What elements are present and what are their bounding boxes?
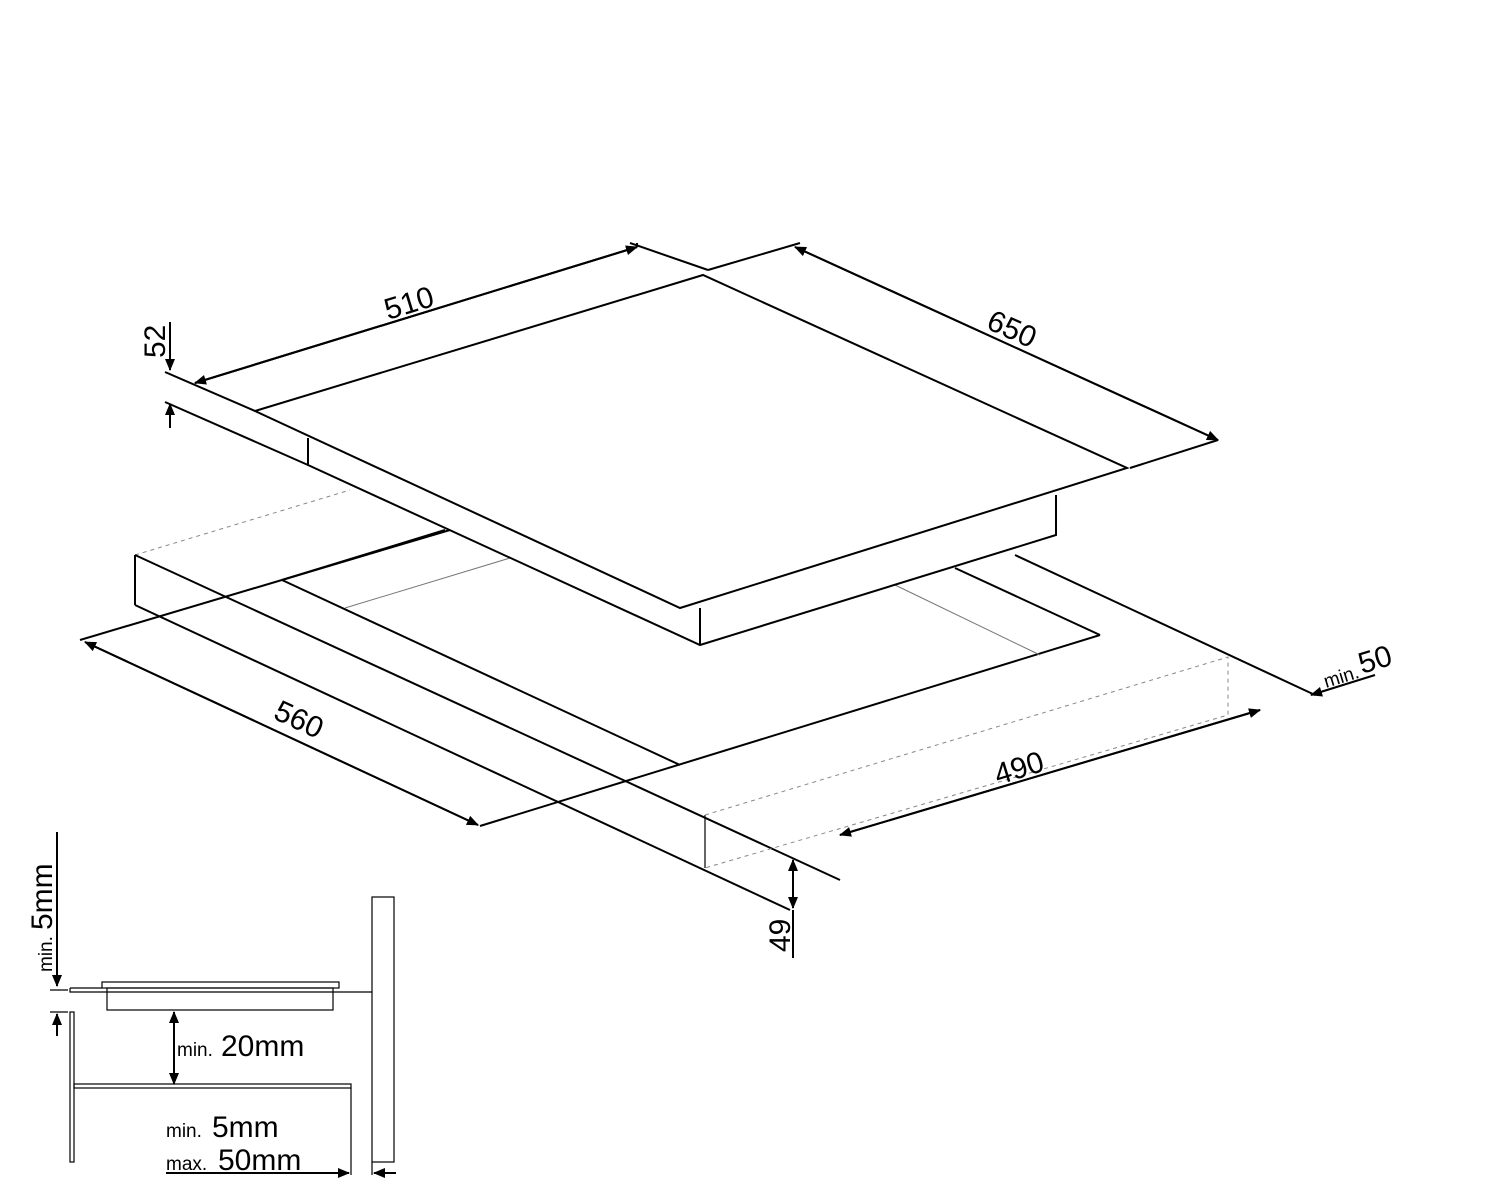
side-min-prefix: min.	[166, 1121, 202, 1142]
dim-560: 560	[269, 694, 328, 745]
dim-49: 49	[764, 919, 797, 952]
side-max-value: 50mm	[218, 1144, 301, 1177]
dim-650: 650	[982, 304, 1041, 355]
top-gap-prefix: min.	[36, 936, 57, 972]
under-gap-value: 20mm	[221, 1030, 304, 1063]
hob	[164, 273, 1130, 647]
dim-52: 52	[139, 325, 172, 358]
dim-510: 510	[380, 280, 438, 326]
dim-490: 490	[990, 745, 1048, 791]
side-min-value: 5mm	[212, 1111, 279, 1144]
dim-min50-value: 50	[1354, 639, 1396, 680]
top-gap-value: 5mm	[26, 863, 59, 930]
side-section-detail	[50, 832, 396, 1178]
worktop	[79, 489, 1316, 911]
under-gap-prefix: min.	[177, 1040, 213, 1061]
dimension-lines	[84, 242, 1376, 958]
dim-min50-prefix: min.	[1321, 662, 1361, 693]
side-max-prefix: max.	[166, 1154, 207, 1175]
